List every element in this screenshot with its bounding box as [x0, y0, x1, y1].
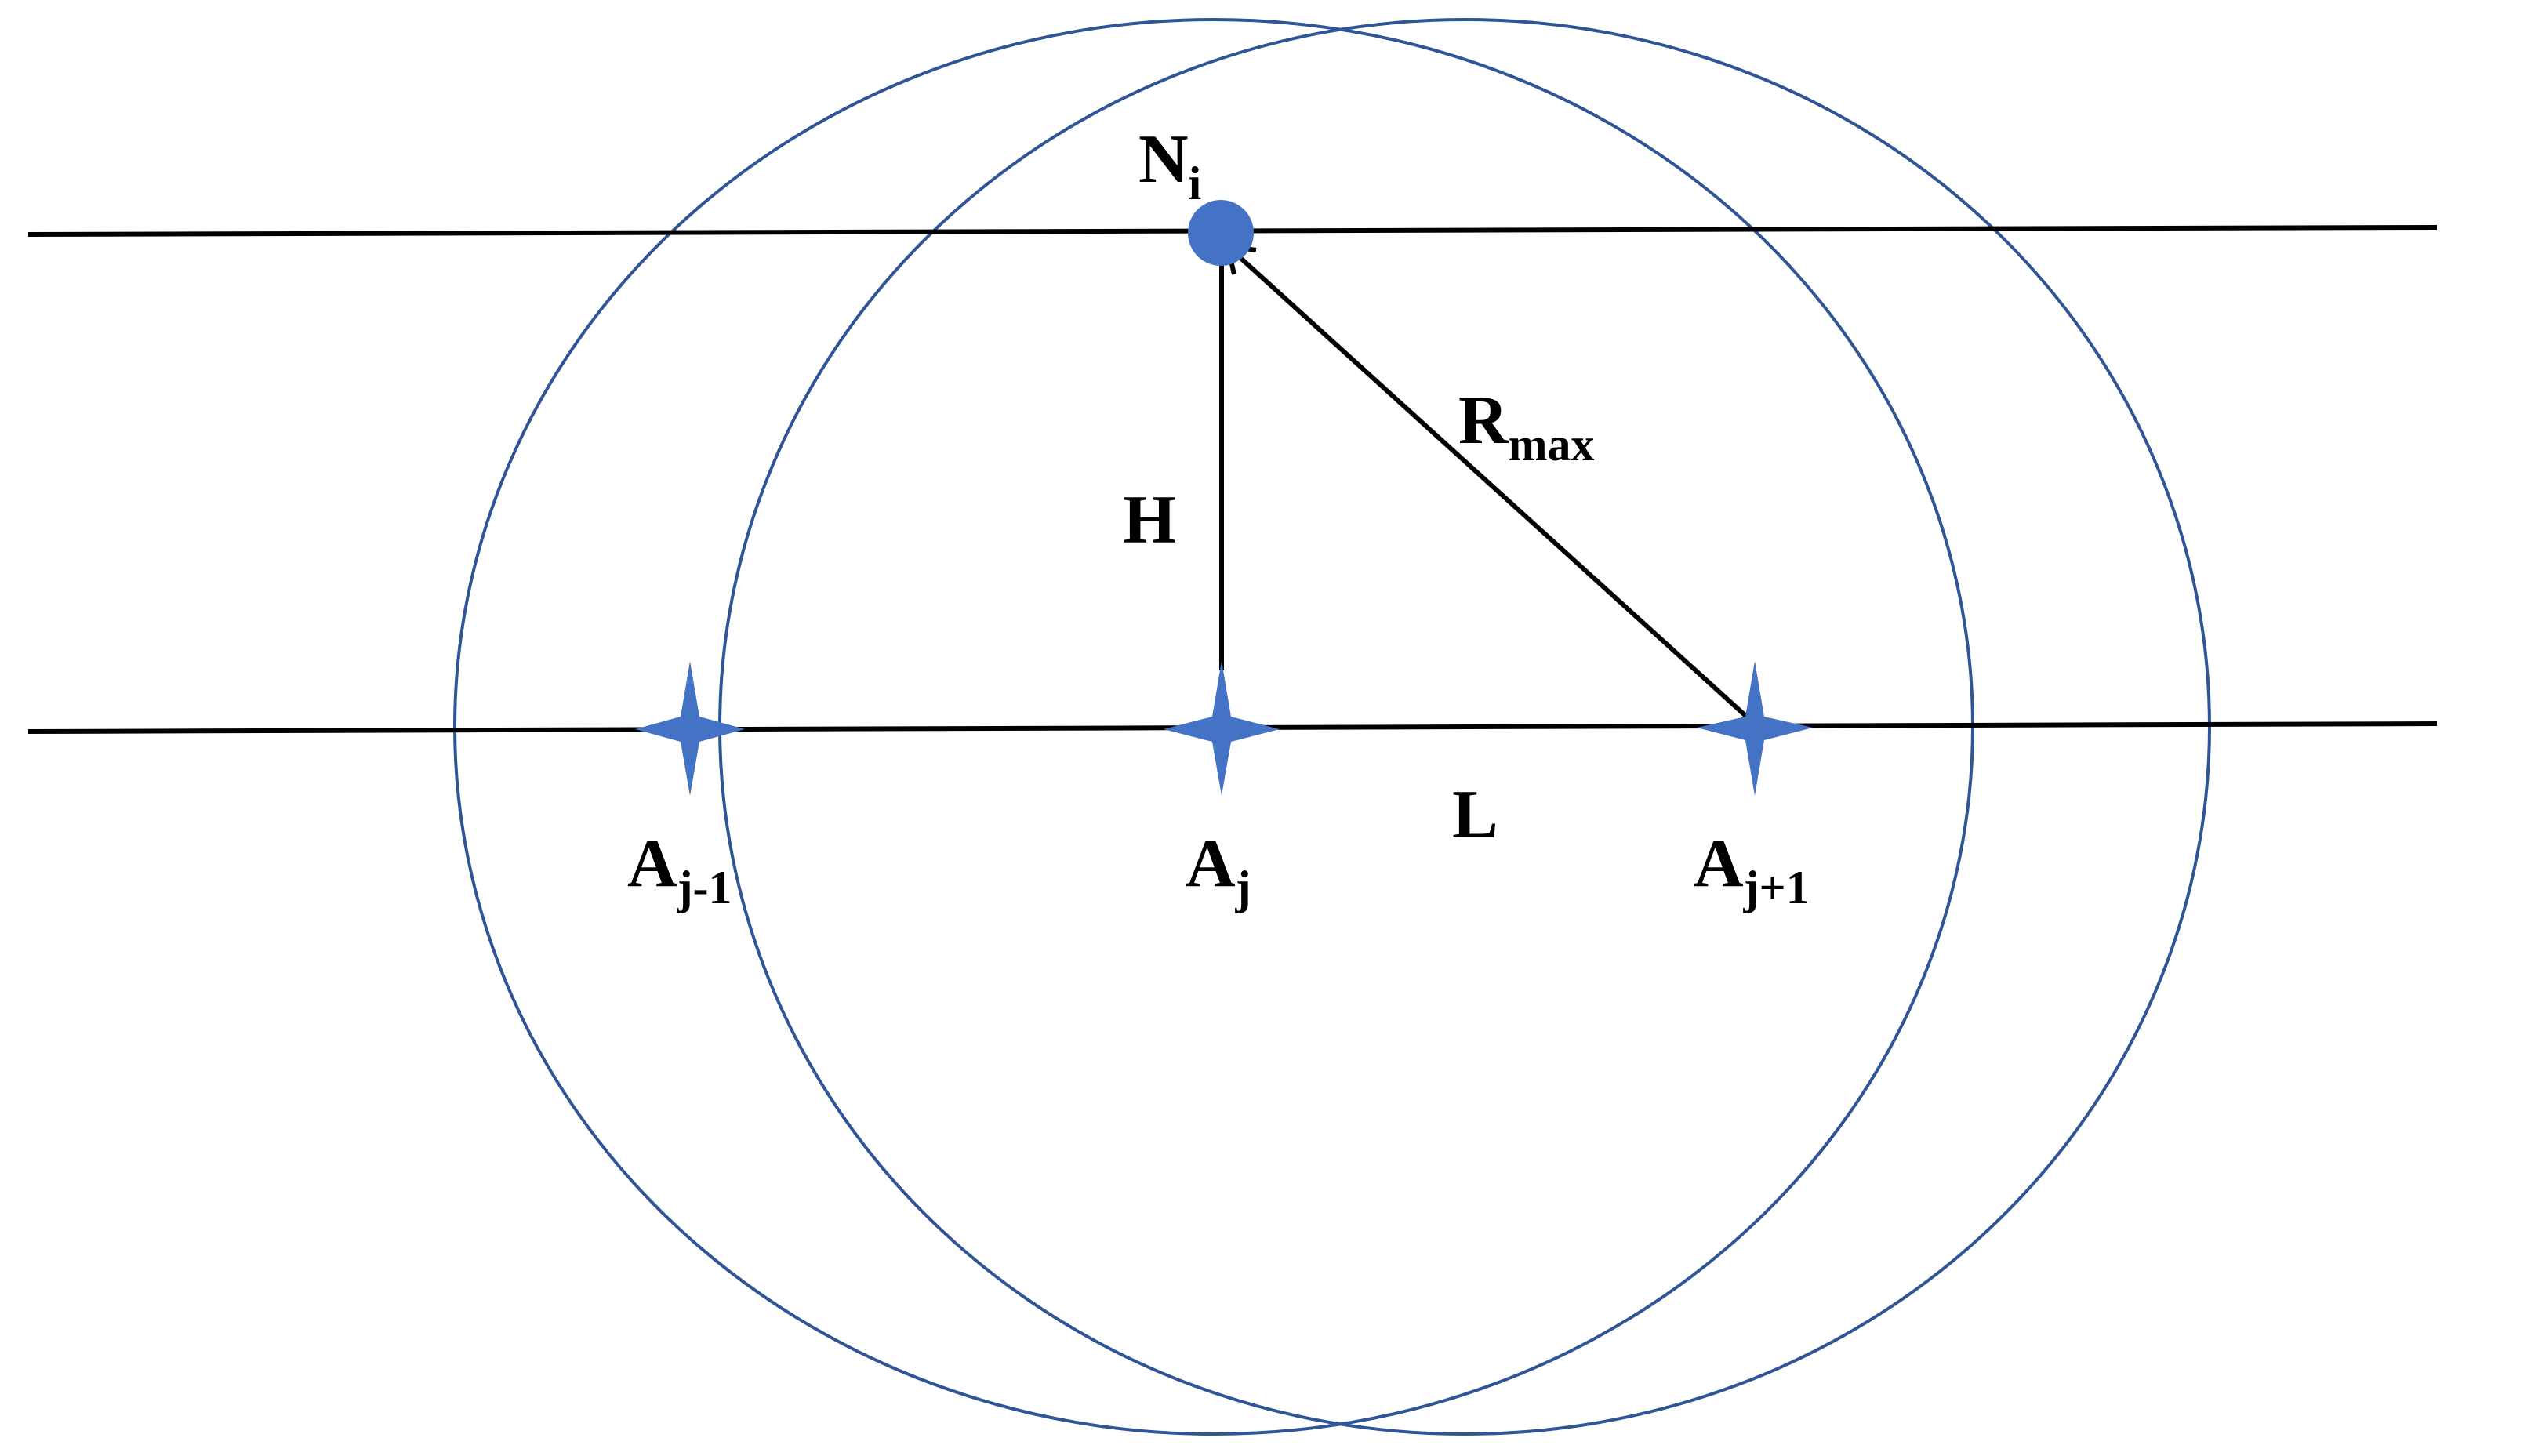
rmax-label-main: R — [1458, 383, 1509, 459]
rmax-label-sub: max — [1509, 419, 1595, 470]
anchor-j-plus-1 — [1697, 661, 1813, 796]
anchor-j — [1164, 661, 1280, 796]
spacing-label: L — [1452, 777, 1498, 853]
height-label: H — [1123, 482, 1176, 558]
anchor-curr-label-main: A — [1186, 826, 1236, 902]
node-label-sub: i — [1189, 158, 1202, 209]
anchor-prev-label-main: A — [627, 826, 677, 902]
anchor-prev-label-sub: j-1 — [677, 862, 732, 913]
anchor-j-minus-1 — [635, 661, 745, 796]
anchor-next-label-sub: j+1 — [1743, 862, 1810, 913]
anchor-next-label: Aj+1 — [1694, 826, 1810, 913]
anchor-curr-label: Aj — [1186, 826, 1251, 913]
node-ni — [1188, 200, 1254, 266]
anchor-curr-label-sub: j — [1235, 862, 1251, 913]
anchor-next-label-main: A — [1694, 826, 1744, 902]
node-label: Ni — [1138, 122, 1201, 209]
rmax-arrow — [1229, 247, 1752, 722]
anchor-prev-label: Aj-1 — [627, 826, 732, 913]
node-label-main: N — [1138, 122, 1189, 198]
rmax-label: Rmax — [1458, 383, 1595, 470]
